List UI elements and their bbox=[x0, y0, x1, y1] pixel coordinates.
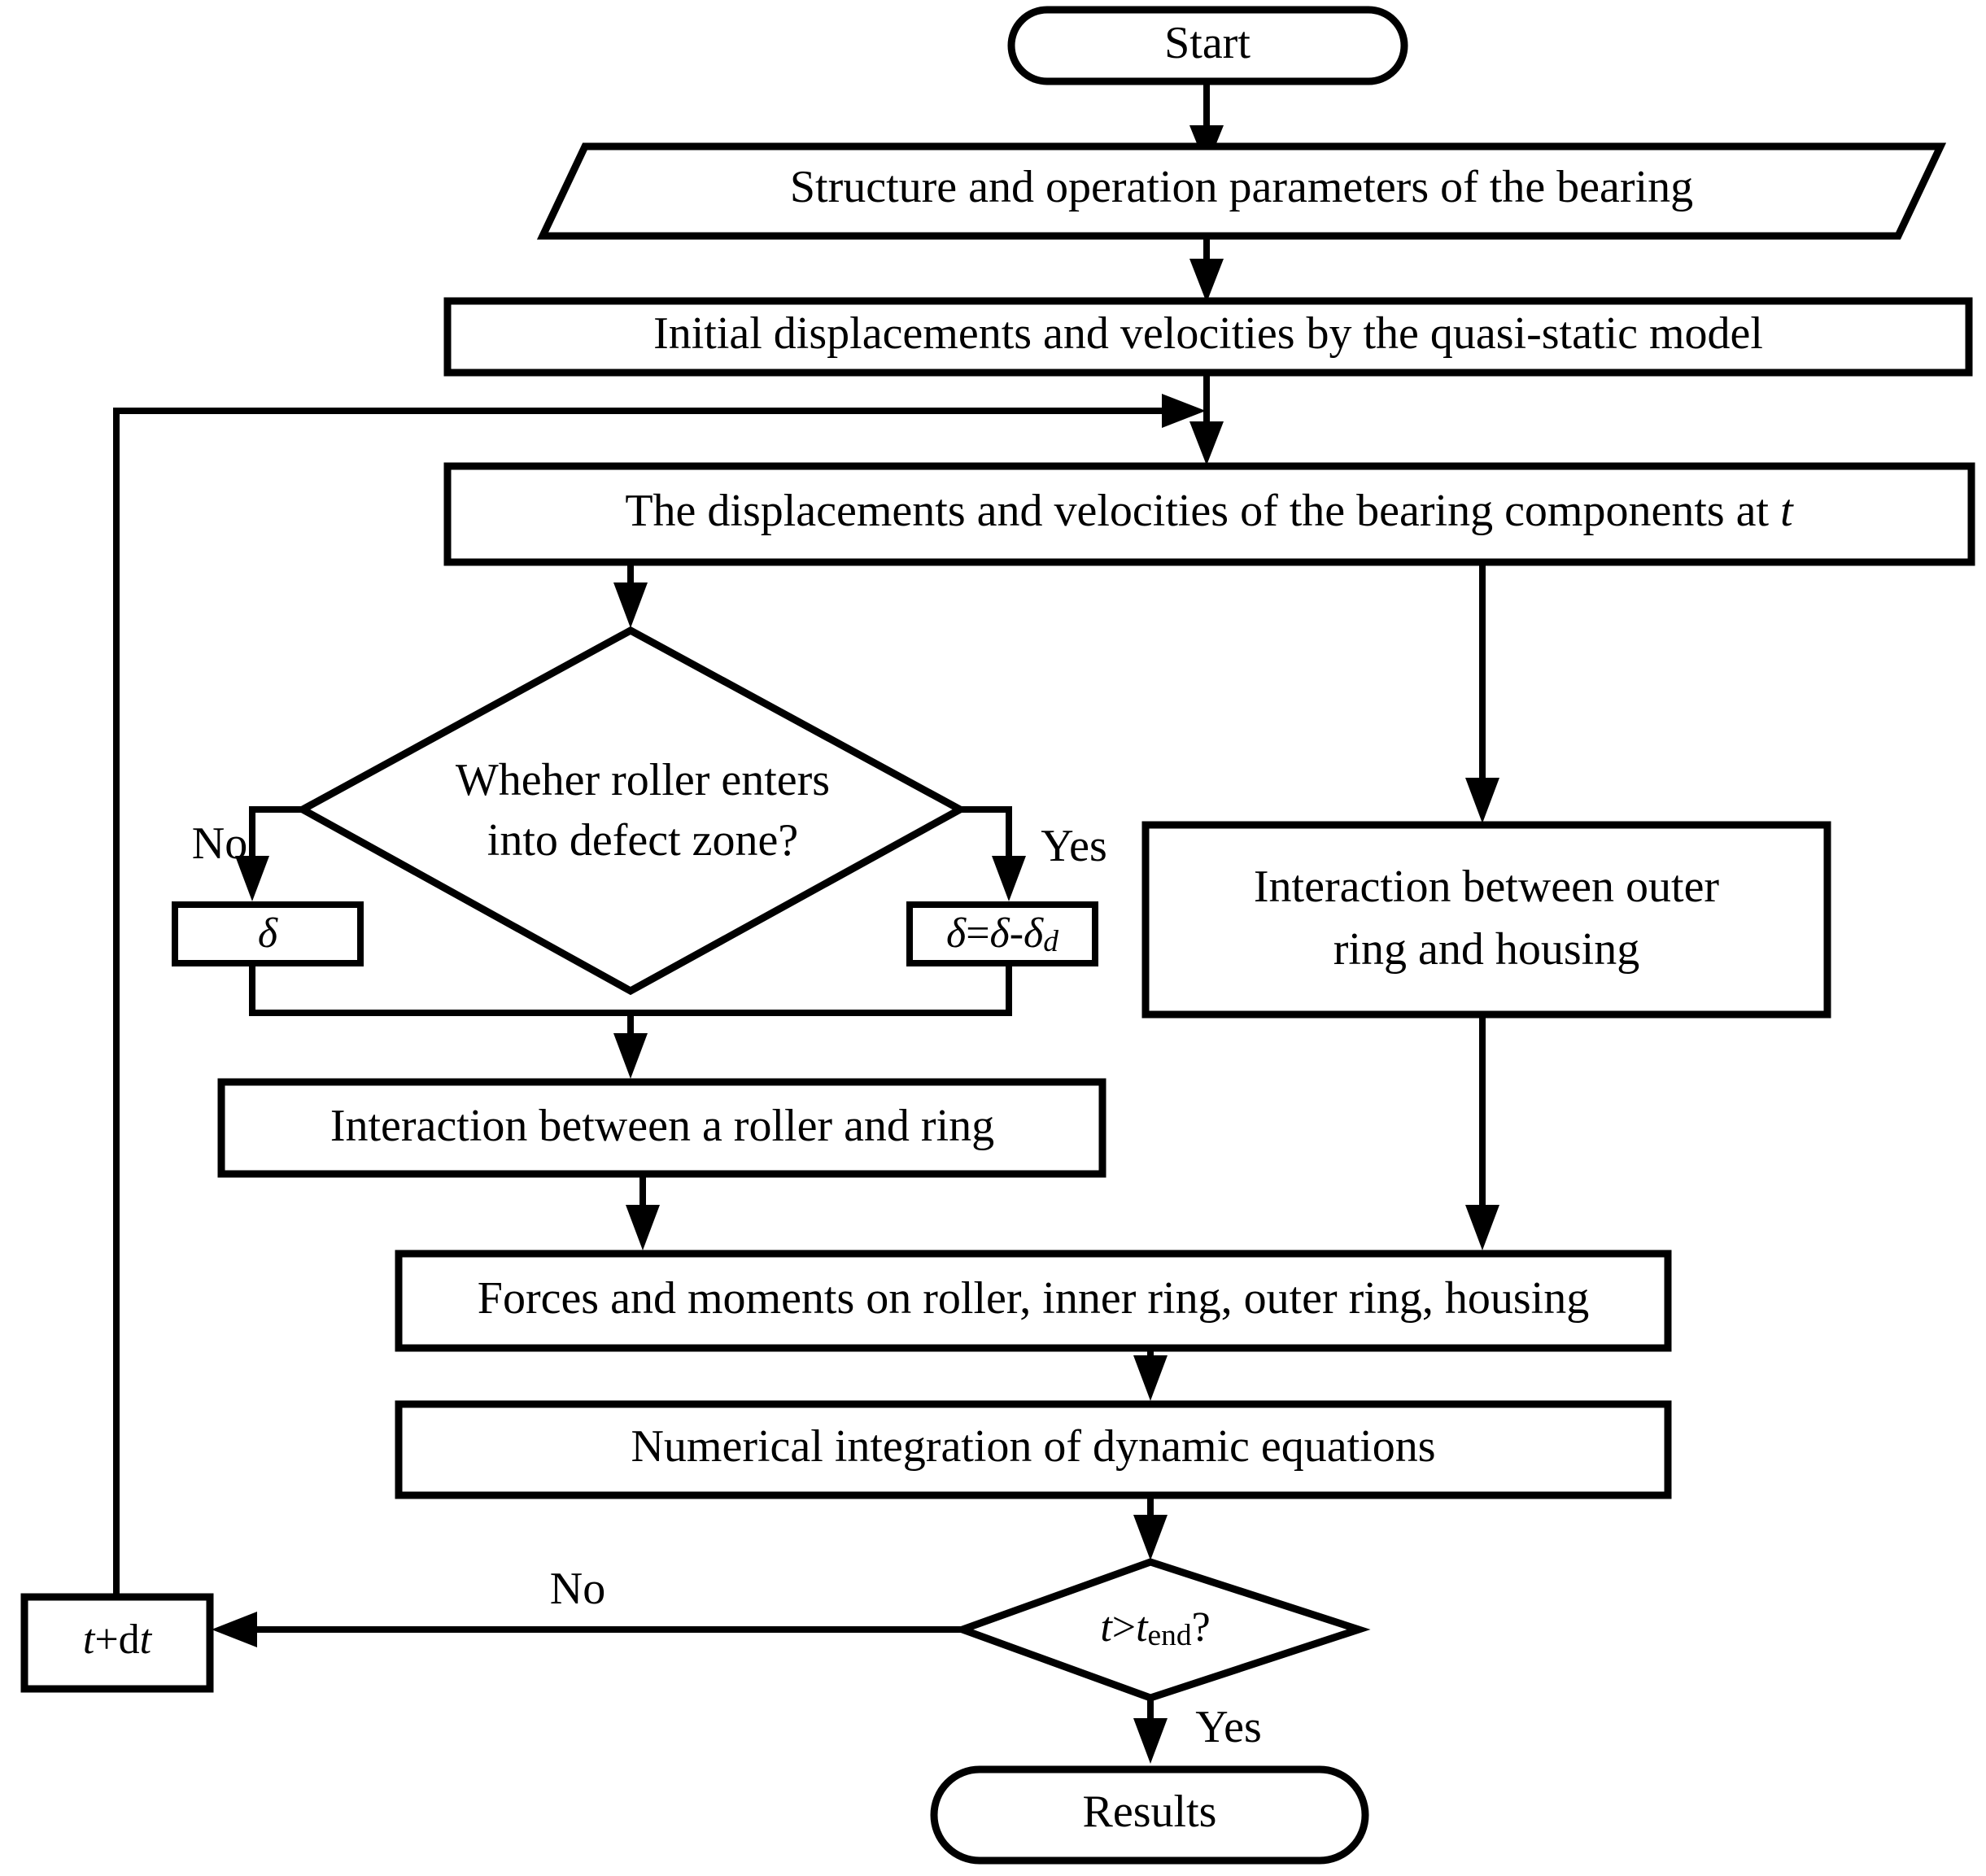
edge-feedback-loop bbox=[113, 394, 1206, 1603]
node-parameters-label: Structure and operation parameters of th… bbox=[790, 162, 1693, 212]
node-delta-defect[interactable]: δ=δ-δd bbox=[906, 901, 1098, 966]
node-decision-time-label: t>tend? bbox=[1100, 1604, 1210, 1652]
node-outer-ring-housing-line1: Interaction between outer bbox=[1254, 862, 1720, 912]
edge-params-to-initial bbox=[1189, 236, 1224, 303]
node-outer-ring-housing[interactable]: Interaction between outer ring and housi… bbox=[1141, 821, 1831, 1019]
node-forces-moments-label: Forces and moments on roller, inner ring… bbox=[478, 1273, 1589, 1324]
node-parameters[interactable]: Structure and operation parameters of th… bbox=[536, 142, 1947, 240]
edge-label-time-yes: Yes bbox=[1195, 1702, 1261, 1752]
edge-initial-to-state bbox=[1189, 370, 1224, 465]
node-initial-conditions-label: Initial displacements and velocities by … bbox=[653, 308, 1763, 359]
node-decision-time-end[interactable]: t>tend? bbox=[951, 1558, 1371, 1702]
edge-state-to-decision-defect bbox=[613, 560, 648, 628]
edge-decision-yes bbox=[958, 806, 1026, 901]
node-decision-defect-line2: into defect zone? bbox=[487, 815, 798, 866]
edge-decision-no bbox=[235, 806, 303, 901]
node-roller-ring-interaction-label: Interaction between a roller and ring bbox=[330, 1101, 994, 1151]
edge-state-to-outer-housing bbox=[1465, 560, 1499, 823]
edge-forces-to-integration bbox=[1133, 1348, 1168, 1401]
node-roller-ring-interaction[interactable]: Interaction between a roller and ring bbox=[217, 1078, 1106, 1178]
node-state-at-t[interactable]: The displacements and velocities of the … bbox=[443, 462, 1975, 566]
node-time-step-label: t+dt bbox=[83, 1616, 153, 1663]
node-results-label: Results bbox=[1083, 1787, 1217, 1837]
edge-label-defect-yes: Yes bbox=[1041, 821, 1106, 871]
node-start[interactable]: Start bbox=[1007, 6, 1408, 85]
node-delta[interactable]: δ bbox=[172, 901, 364, 966]
edge-label-time-no: No bbox=[550, 1564, 605, 1614]
node-outer-ring-housing-line2: ring and housing bbox=[1333, 924, 1639, 975]
edge-outerhousing-to-forces bbox=[1465, 1014, 1499, 1250]
node-delta-defect-label: δ=δ-δd bbox=[946, 910, 1058, 958]
node-delta-label: δ bbox=[258, 910, 278, 957]
edge-label-defect-no: No bbox=[192, 818, 247, 869]
node-decision-defect-line1: Wheher roller enters bbox=[456, 755, 830, 805]
edge-time-no bbox=[212, 1612, 962, 1647]
node-forces-moments[interactable]: Forces and moments on roller, inner ring… bbox=[395, 1250, 1672, 1352]
node-decision-defect-zone[interactable]: Wheher roller enters into defect zone? bbox=[295, 626, 968, 996]
node-start-label: Start bbox=[1164, 18, 1251, 68]
node-time-step[interactable]: t+dt bbox=[20, 1593, 214, 1693]
node-numerical-integration-label: Numerical integration of dynamic equatio… bbox=[631, 1421, 1435, 1472]
node-initial-conditions[interactable]: Initial displacements and velocities by … bbox=[443, 297, 1973, 377]
node-results[interactable]: Results bbox=[930, 1765, 1369, 1865]
edge-rollerring-to-forces bbox=[626, 1174, 660, 1250]
edge-time-yes bbox=[1133, 1700, 1168, 1764]
edge-integration-to-timedecision bbox=[1133, 1495, 1168, 1560]
node-state-at-t-label: The displacements and velocities of the … bbox=[625, 486, 1794, 536]
edge-delta-merge bbox=[249, 962, 1012, 1079]
node-numerical-integration[interactable]: Numerical integration of dynamic equatio… bbox=[395, 1400, 1672, 1499]
